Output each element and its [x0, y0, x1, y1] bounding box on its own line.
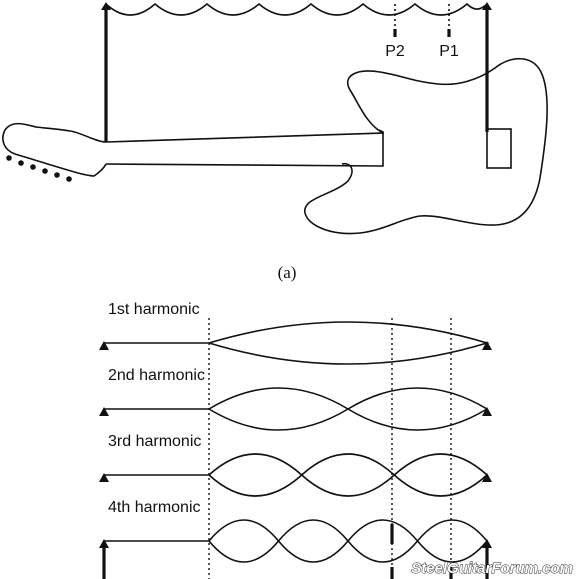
- tuning-peg: [54, 172, 60, 178]
- harmonic-4-row: [99, 519, 492, 579]
- watermark: SteelGuitarForum.com: [411, 560, 573, 577]
- string-end-right-icon: [482, 407, 492, 416]
- panel-a: P2 P1 (a): [2, 2, 548, 282]
- tuning-peg: [30, 164, 36, 170]
- string-end-left-icon: [99, 539, 109, 548]
- guitar-body: [304, 57, 548, 235]
- harmonic-4-label: 4th harmonic: [108, 499, 201, 516]
- standing-wave-loops: [208, 387, 488, 431]
- harmonic-1-row: [99, 321, 492, 365]
- harmonic-3-label: 3rd harmonic: [108, 433, 201, 450]
- nut-arrow-icon: [101, 2, 111, 10]
- string-end-left-icon: [99, 341, 109, 350]
- string-end-left-icon: [99, 473, 109, 482]
- bridge-block: [486, 128, 512, 169]
- harmonic-3-row: [99, 453, 492, 497]
- string-end-right-icon: [482, 473, 492, 482]
- string-end-right-icon: [482, 341, 492, 350]
- tuning-peg: [66, 176, 72, 182]
- pickup-p1-label: P1: [439, 43, 459, 60]
- guitar-headstock: [2, 122, 107, 177]
- harmonic-1-label: 1st harmonic: [108, 301, 200, 318]
- tuning-peg: [42, 168, 48, 174]
- panel-b: 1st harmonic 2nd harmonic 3rd harmonic 4…: [99, 301, 492, 579]
- panel-a-label: (a): [278, 263, 297, 282]
- bridge-arrow-icon: [482, 2, 492, 10]
- harmonic-2-label: 2nd harmonic: [108, 367, 205, 384]
- pickup-p2-label: P2: [385, 43, 405, 60]
- string-end-left-icon: [99, 407, 109, 416]
- tuning-peg: [6, 155, 12, 161]
- string-end-right-icon: [482, 539, 492, 548]
- standing-wave-loops: [208, 519, 488, 563]
- vibrating-string: [105, 2, 488, 16]
- tuning-pegs: [6, 155, 72, 182]
- harmonic-2-row: [99, 387, 492, 431]
- standing-wave-loops: [208, 321, 490, 365]
- standing-wave-loops: [208, 453, 488, 497]
- guitar-neck: [105, 132, 384, 167]
- tuning-peg: [18, 160, 24, 166]
